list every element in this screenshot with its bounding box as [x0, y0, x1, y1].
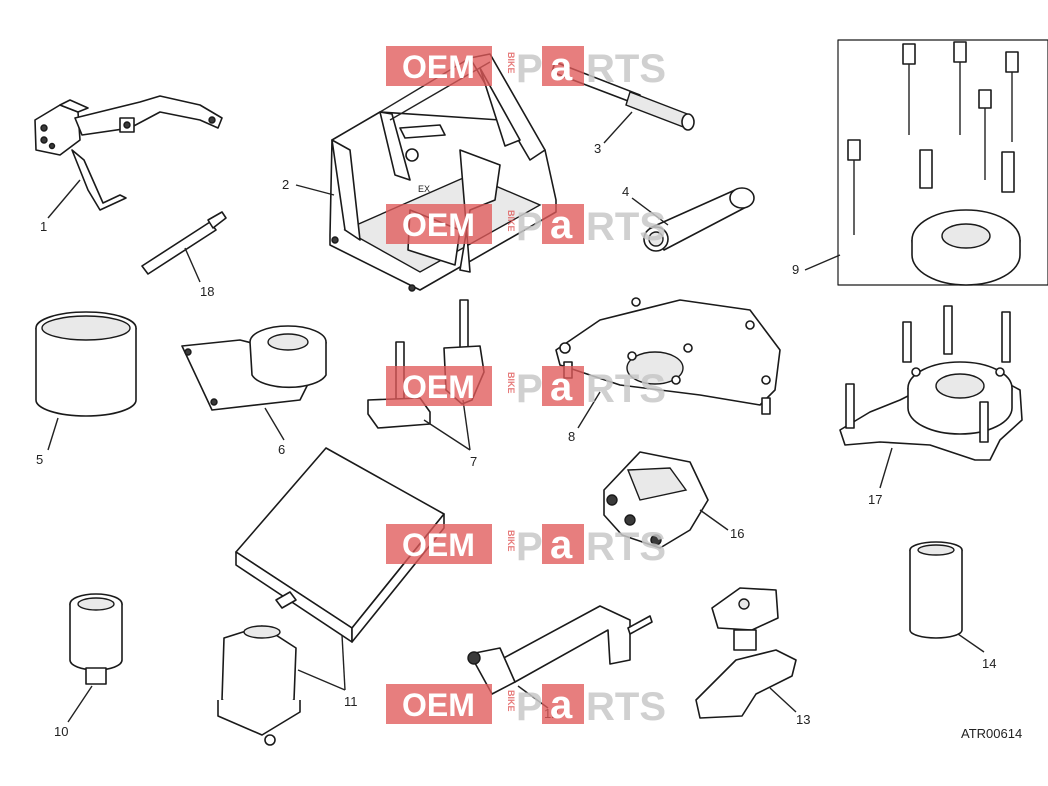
watermark-bike: BIKE	[506, 210, 516, 232]
watermark-bike: BIKE	[506, 530, 516, 552]
watermark-rts: RTS	[586, 205, 666, 249]
callout-10: 10	[54, 724, 68, 739]
watermark-oem: OEM	[402, 49, 475, 85]
leader-13	[769, 687, 797, 713]
leader-7b	[462, 399, 471, 451]
part-14-cylinder	[909, 541, 963, 639]
watermark-rts: RTS	[586, 367, 666, 411]
watermark-a: a	[550, 683, 573, 727]
watermark-bike: BIKE	[506, 372, 516, 394]
part-16-nut-tool	[603, 451, 709, 549]
part-12-bracket	[467, 605, 653, 695]
callout-2: 2	[282, 177, 289, 192]
leader-4	[631, 197, 669, 226]
part-6-bracket	[181, 325, 327, 411]
watermark-bike: BIKE	[506, 52, 516, 74]
part-18-pin	[141, 211, 227, 275]
part-5-sleeve	[35, 311, 137, 417]
part-7-pins	[367, 299, 485, 429]
callout-1: 1	[40, 219, 47, 234]
watermark-p: P	[516, 685, 543, 729]
callout-7: 7	[470, 454, 477, 469]
leader-6	[264, 407, 285, 441]
leader-17	[879, 447, 893, 489]
watermark-rts: RTS	[586, 685, 666, 729]
watermark-a: a	[550, 523, 573, 567]
part-1-clamp-tool	[34, 95, 223, 211]
callout-14: 14	[982, 656, 996, 671]
leader-9	[804, 254, 841, 271]
leader-14	[957, 633, 985, 653]
leader-11a	[341, 634, 346, 691]
leader-5	[47, 417, 59, 451]
part-17-stud-plate	[839, 305, 1023, 461]
reference-code: ATR00614	[961, 726, 1022, 741]
watermark-p: P	[516, 525, 543, 569]
callout-13: 13	[796, 712, 810, 727]
leader-18	[184, 247, 201, 283]
callout-18: 18	[200, 284, 214, 299]
leader-8	[577, 391, 601, 429]
callout-16: 16	[730, 526, 744, 541]
watermark-oem: OEM	[402, 687, 475, 723]
watermark-oem: OEM	[402, 207, 475, 243]
watermark-group: OEM BIKE P a RTS OEM BIKE P a RTS OEM BI…	[386, 45, 666, 729]
stand-stamp: EX	[418, 184, 430, 194]
watermark-oem: OEM	[402, 369, 475, 405]
watermark: OEM BIKE P a RTS	[386, 203, 666, 249]
part-9-kit	[837, 39, 1048, 286]
callout-8: 8	[568, 429, 575, 444]
leader-11b	[297, 669, 346, 691]
callout-17: 17	[868, 492, 882, 507]
part-10-small-sleeve	[69, 593, 123, 685]
watermark-a: a	[550, 45, 573, 89]
callout-4: 4	[622, 184, 629, 199]
watermark-a: a	[550, 203, 573, 247]
callout-5: 5	[36, 452, 43, 467]
leader-2	[295, 184, 335, 196]
watermark: OEM BIKE P a RTS	[386, 45, 666, 91]
watermark-a: a	[550, 365, 573, 409]
watermark: OEM BIKE P a RTS	[386, 523, 666, 569]
leader-3	[603, 111, 633, 144]
watermark-p: P	[516, 47, 543, 91]
watermark: OEM BIKE P a RTS	[386, 683, 666, 729]
part-4-socket	[643, 187, 755, 252]
leader-10	[67, 685, 93, 723]
watermark-oem: OEM	[402, 527, 475, 563]
callout-11: 11	[344, 694, 358, 709]
leader-1	[47, 179, 81, 219]
leader-7a	[423, 419, 471, 451]
watermark-p: P	[516, 367, 543, 411]
callout-3: 3	[594, 141, 601, 156]
leader-16	[699, 509, 729, 531]
part-11-tray	[217, 447, 445, 746]
watermark: OEM BIKE P a RTS	[386, 365, 666, 411]
part-13-t-holder	[695, 587, 797, 719]
watermark-bike: BIKE	[506, 690, 516, 712]
callout-6: 6	[278, 442, 285, 457]
watermark-p: P	[516, 205, 543, 249]
callout-9: 9	[792, 262, 799, 277]
watermark-rts: RTS	[586, 47, 666, 91]
watermark-rts: RTS	[586, 525, 666, 569]
